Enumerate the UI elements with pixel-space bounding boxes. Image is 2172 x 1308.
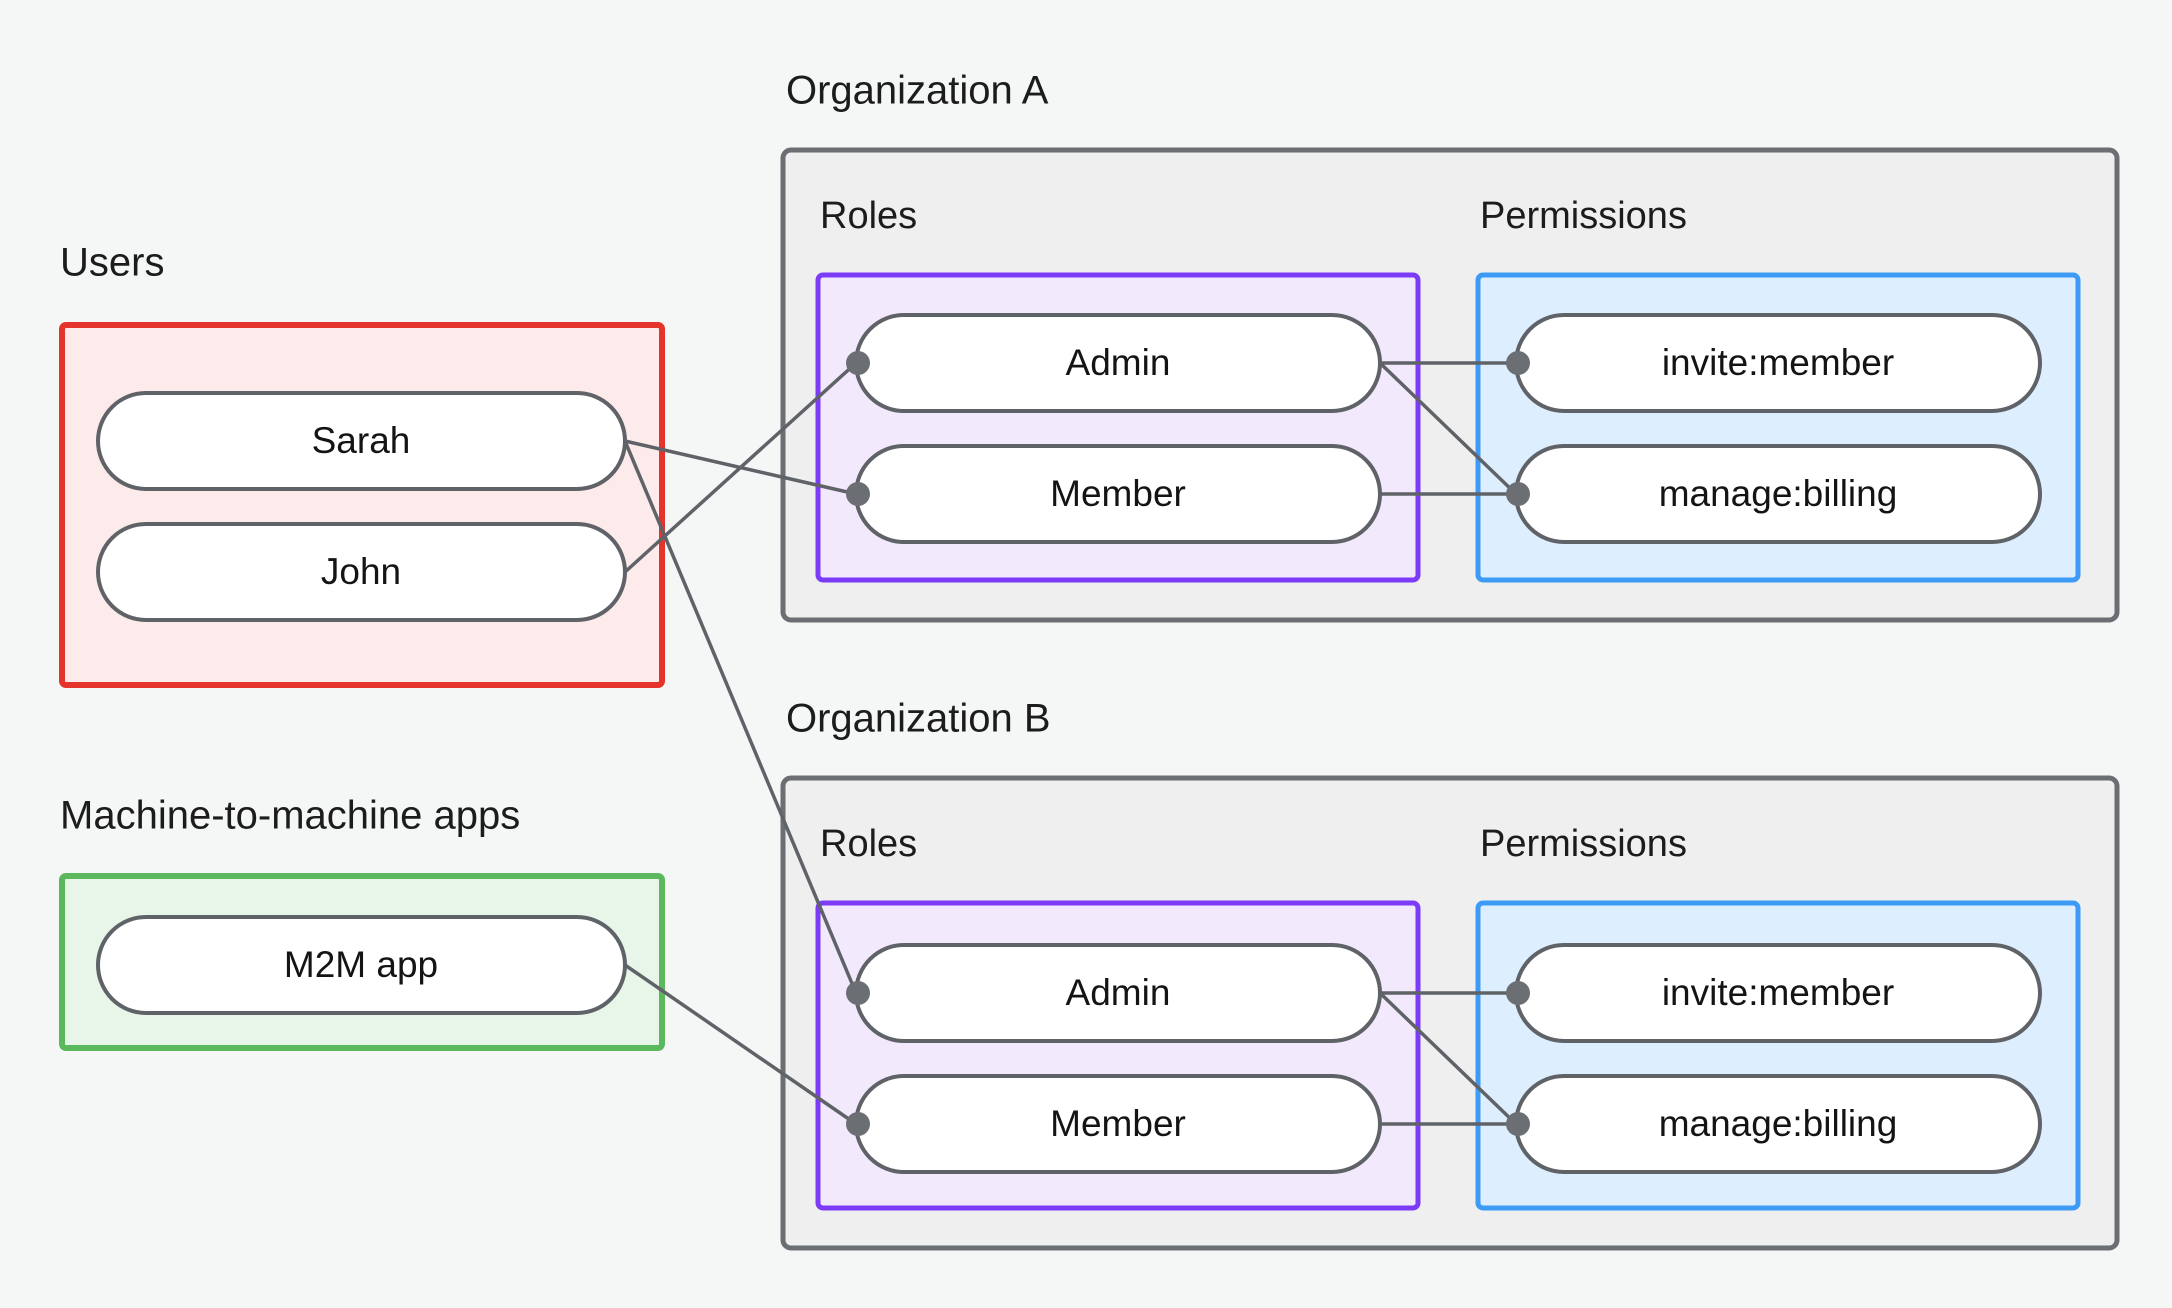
node-org-b-member-label: Member	[1050, 1103, 1186, 1144]
node-org-a-member[interactable]: Member	[854, 444, 1382, 544]
node-john-label: John	[321, 551, 401, 592]
node-sarah-shape	[96, 391, 627, 491]
node-sarah[interactable]: Sarah	[96, 391, 627, 491]
node-john[interactable]: John	[96, 522, 627, 622]
node-org-b-member[interactable]: Member	[854, 1074, 1382, 1174]
node-m2m-app-shape	[96, 915, 627, 1015]
users-group	[59, 322, 665, 688]
node-org-a-invite-member-label: invite:member	[1662, 342, 1894, 383]
node-org-b-admin[interactable]: Admin	[854, 943, 1382, 1043]
endpoint-dot-org-b-admin-in	[846, 981, 870, 1005]
node-sarah-label: Sarah	[312, 420, 411, 461]
node-m2m-app[interactable]: M2M app	[96, 915, 627, 1015]
edge-org-a-admin-to-billing	[1378, 361, 1518, 496]
edge-m2m-to-org-b-member	[624, 963, 857, 1126]
org-b-roles-title: Roles	[820, 823, 917, 865]
users-title: Users	[60, 241, 164, 285]
node-org-a-manage-billing[interactable]: manage:billing	[1514, 444, 2042, 544]
endpoint-dot-org-b-billing-in	[1506, 1112, 1530, 1136]
node-org-b-invite-member[interactable]: invite:member	[1514, 943, 2042, 1043]
endpoint-dot-org-b-invite-in	[1506, 981, 1530, 1005]
org-a-title: Organization A	[786, 69, 1049, 113]
edge-john-to-org-a-admin	[623, 361, 858, 574]
node-org-a-invite-member[interactable]: invite:member	[1514, 313, 2042, 413]
endpoint-dot-org-b-member-in	[846, 1112, 870, 1136]
endpoint-dot-org-a-invite-in	[1506, 351, 1530, 375]
node-org-a-admin[interactable]: Admin	[854, 313, 1382, 413]
org-b-permissions-title: Permissions	[1480, 823, 1687, 865]
node-org-b-manage-billing-label: manage:billing	[1659, 1103, 1898, 1144]
edge-layer	[623, 361, 1518, 1126]
endpoint-dot-org-a-member-in	[846, 482, 870, 506]
endpoint-dot-org-a-admin-in	[846, 351, 870, 375]
org-b-title: Organization B	[786, 697, 1051, 741]
node-org-a-member-label: Member	[1050, 473, 1186, 514]
node-org-b-manage-billing[interactable]: manage:billing	[1514, 1074, 2042, 1174]
node-org-a-admin-label: Admin	[1066, 342, 1171, 383]
node-org-b-invite-member-label: invite:member	[1662, 972, 1894, 1013]
edge-org-b-admin-to-billing	[1378, 991, 1518, 1126]
node-john-shape	[96, 522, 627, 622]
node-m2m-app-label: M2M app	[284, 944, 438, 985]
org-a-permissions-title: Permissions	[1480, 195, 1687, 237]
edge-endpoint-dots	[846, 351, 1530, 1136]
edge-sarah-to-org-b-admin	[623, 440, 858, 994]
org-a-roles-title: Roles	[820, 195, 917, 237]
node-org-a-manage-billing-label: manage:billing	[1659, 473, 1898, 514]
node-org-b-admin-label: Admin	[1066, 972, 1171, 1013]
m2m-title: Machine-to-machine apps	[60, 794, 520, 838]
endpoint-dot-org-a-billing-in	[1506, 482, 1530, 506]
